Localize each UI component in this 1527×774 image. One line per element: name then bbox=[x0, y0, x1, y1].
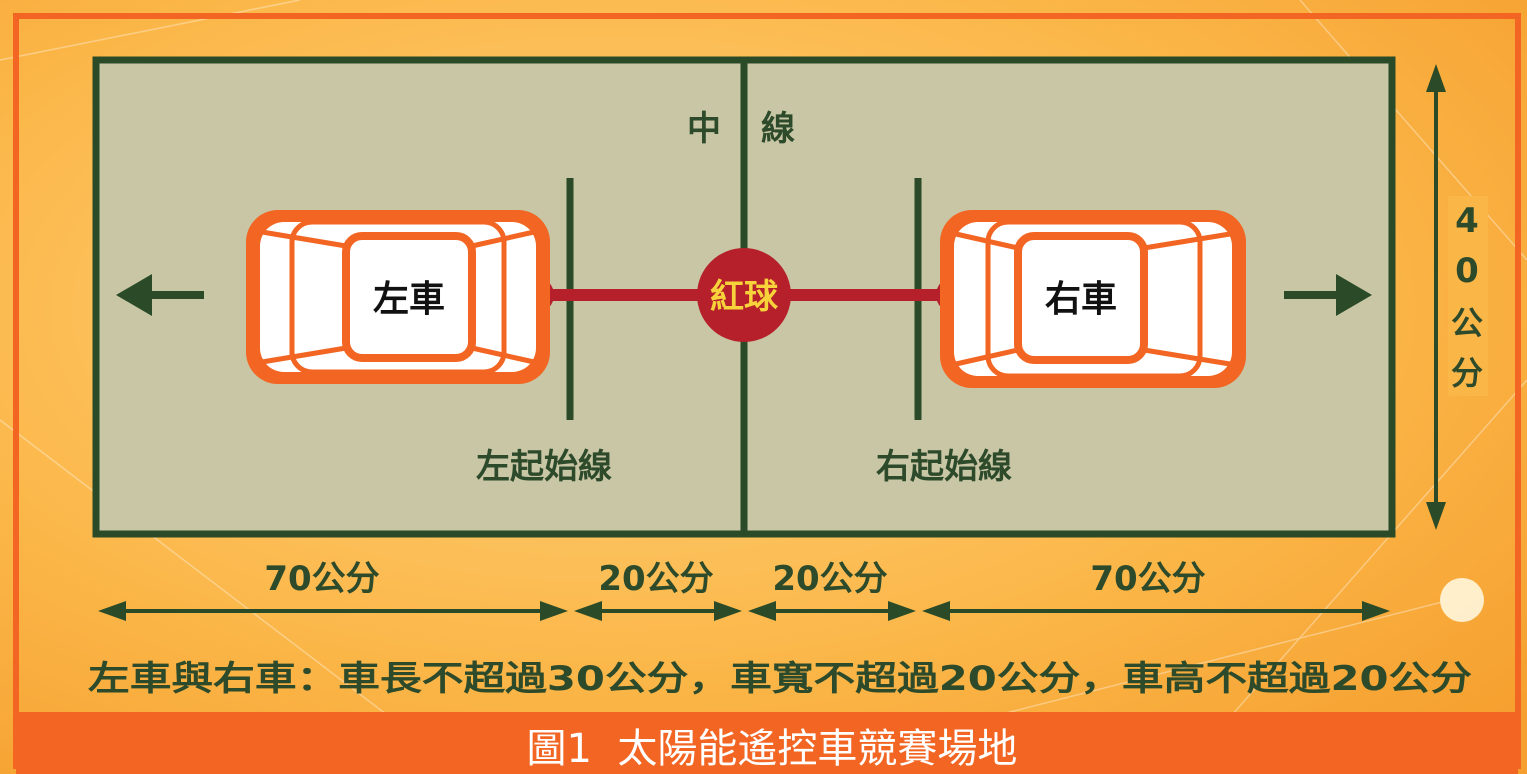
dimension-label-right-20: 20公分 bbox=[772, 559, 887, 599]
red-ball bbox=[697, 248, 791, 342]
dimension-label-right-70: 70公分 bbox=[1090, 559, 1205, 599]
right-direction-arrow bbox=[1284, 274, 1372, 316]
height-dimension-arrow bbox=[1426, 64, 1446, 530]
height-digit-2: 0 bbox=[1455, 251, 1479, 291]
figure-caption: 圖1 太陽能遙控車競賽場地 bbox=[527, 726, 1018, 772]
glow-dot bbox=[1440, 578, 1484, 622]
left-car-label: 左車 bbox=[373, 279, 445, 320]
height-unit-2: 分 bbox=[1451, 354, 1483, 392]
left-car bbox=[246, 210, 550, 384]
left-start-line-label: 左起始線 bbox=[476, 447, 612, 487]
red-ball-label: 紅球 bbox=[710, 277, 779, 317]
right-car-label: 右車 bbox=[1045, 279, 1117, 320]
width-dimension-arrows bbox=[98, 601, 1390, 621]
dimension-label-left-70: 70公分 bbox=[264, 559, 379, 599]
center-line-label-2: 線 bbox=[761, 109, 795, 149]
height-unit-1: 公 bbox=[1451, 304, 1483, 342]
dimension-label-left-20: 20公分 bbox=[598, 559, 713, 599]
caption-band bbox=[16, 712, 1518, 774]
right-start-line-label: 右起始線 bbox=[876, 447, 1012, 487]
car-size-constraint: 左車與右車：車長不超過30公分，車寬不超過20公分，車高不超過20公分 bbox=[88, 659, 1472, 699]
center-line-label-1: 中 bbox=[687, 109, 721, 149]
height-label-backdrop bbox=[1448, 196, 1488, 396]
height-digit-1: 4 bbox=[1455, 201, 1479, 241]
right-car bbox=[940, 210, 1246, 388]
left-direction-arrow bbox=[116, 274, 204, 316]
